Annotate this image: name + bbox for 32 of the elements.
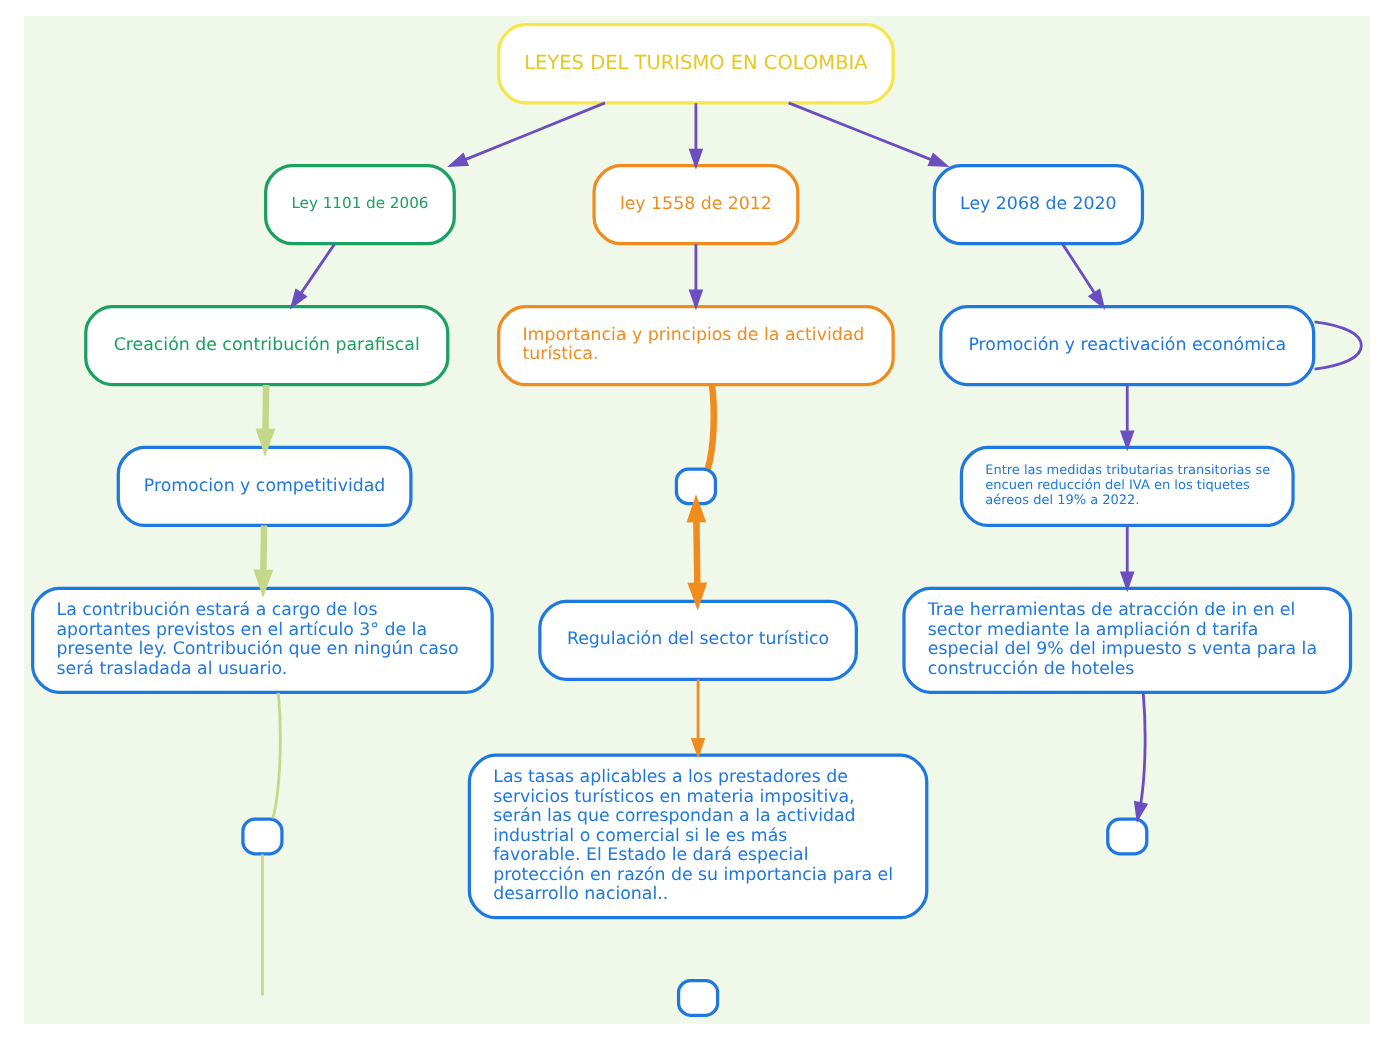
arrow: [685, 494, 707, 611]
node-box: Promocion y competitividad: [115, 445, 412, 528]
arrow: [254, 384, 275, 457]
arrow: [1118, 385, 1134, 452]
connector: [260, 854, 263, 996]
arrow: [787, 101, 949, 168]
arrow: [689, 679, 705, 759]
connector: [270, 692, 281, 819]
connector: [703, 384, 717, 470]
arrow: [687, 244, 703, 311]
node-box: Ley 2068 de 2020: [931, 164, 1144, 246]
node-box: La contribución estará a cargo de los aportantes previstos en el artículo 3° de la presente ley. Contribución que en ningún caso será trasladada al usuario.: [30, 586, 493, 694]
node-box: Promoción y reactivación económica: [938, 304, 1315, 387]
arrow: [1118, 525, 1134, 593]
arrow: [1132, 692, 1148, 823]
node-box: ley 1558 de 2012: [591, 164, 799, 246]
node-box: [675, 978, 719, 1017]
arrow: [252, 525, 273, 598]
arrow: [1060, 243, 1105, 310]
arrow: [446, 101, 605, 168]
node-box: Las tasas aplicables a los prestadores de servicios turísticos en materia impositiva, serán las que correspondan a la actividad industrial o comercial si le es más favorable. El Estado le dará especial protección en razón de su importancia para el desarrollo nacional..: [466, 753, 928, 920]
node-box: [240, 817, 283, 856]
node-box: Regulación del sector turístico: [537, 599, 857, 681]
node-box: [673, 467, 717, 506]
arrow: [288, 243, 335, 310]
arrow: [687, 103, 703, 170]
node-box: [1105, 817, 1148, 856]
node-box: LEYES DEL TURISMO EN COLOMBIA: [496, 23, 894, 105]
connector: [1313, 320, 1362, 371]
node-box: Creación de contribución parafiscal: [83, 304, 449, 387]
node-box: Trae herramientas de atracción de in en el sector mediante la ampliación d tarifa especial del 9% del impuesto s venta para la construcción de hoteles: [901, 586, 1352, 694]
node-box: Importancia y principios de la actividad turística.: [496, 304, 894, 387]
